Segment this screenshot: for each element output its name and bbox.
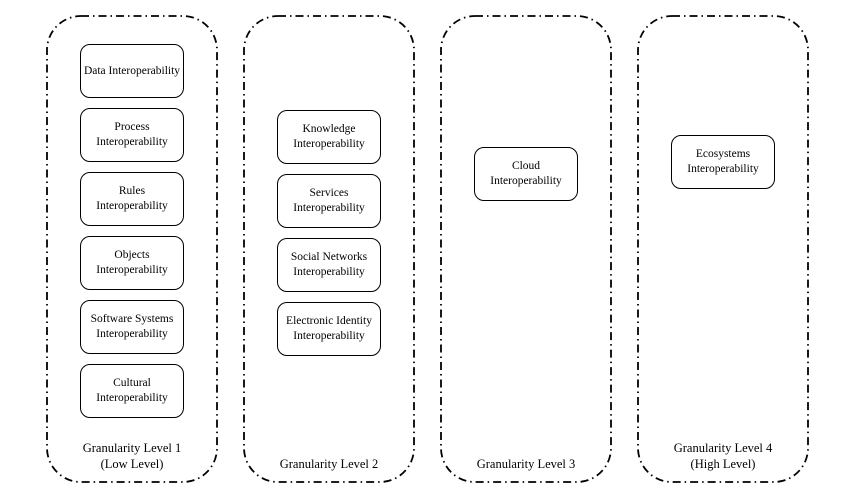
box-label: Objects Interoperability xyxy=(96,249,168,276)
column-title: Granularity Level 4 xyxy=(673,440,773,455)
box-label: Cloud Interoperability xyxy=(490,160,562,187)
box-label: Ecosystems Interoperability xyxy=(687,148,759,175)
social-networks-interoperability-box: Social Networks Interoperability xyxy=(277,238,381,292)
box-label: Knowledge Interoperability xyxy=(293,123,365,150)
column-label: Granularity Level 4 (High Level) xyxy=(638,440,808,473)
granularity-level-3-panel: Cloud Interoperability Granularity Level… xyxy=(441,16,611,482)
column-label: Granularity Level 2 xyxy=(244,456,414,472)
process-interoperability-box: Process Interoperability xyxy=(80,108,184,162)
box-label: Rules Interoperability xyxy=(96,185,168,212)
box-label: Software Systems Interoperability xyxy=(90,313,174,340)
cloud-interoperability-box: Cloud Interoperability xyxy=(474,147,578,201)
ecosystems-interoperability-box: Ecosystems Interoperability xyxy=(671,135,775,189)
column-title: Granularity Level 3 xyxy=(476,456,576,471)
software-systems-interoperability-box: Software Systems Interoperability xyxy=(80,300,184,354)
column-label: Granularity Level 3 xyxy=(441,456,611,472)
box-label: Electronic Identity Interoperability xyxy=(286,315,372,342)
electronic-identity-interoperability-box: Electronic Identity Interoperability xyxy=(277,302,381,356)
column-title: Granularity Level 2 xyxy=(279,456,379,471)
knowledge-interoperability-box: Knowledge Interoperability xyxy=(277,110,381,164)
column-subtitle: (High Level) xyxy=(690,456,756,471)
services-interoperability-box: Services Interoperability xyxy=(277,174,381,228)
granularity-level-1-panel: Data Interoperability Process Interopera… xyxy=(47,16,217,482)
column-title: Granularity Level 1 xyxy=(82,440,182,455)
box-label: Data Interoperability xyxy=(83,64,181,77)
column-subtitle: (Low Level) xyxy=(100,456,164,471)
box-label: Social Networks Interoperability xyxy=(290,251,368,278)
box-label: Cultural Interoperability xyxy=(96,377,168,404)
rules-interoperability-box: Rules Interoperability xyxy=(80,172,184,226)
data-interoperability-box: Data Interoperability xyxy=(80,44,184,98)
granularity-level-4-panel: Ecosystems Interoperability Granularity … xyxy=(638,16,808,482)
granularity-level-2-panel: Knowledge Interoperability Services Inte… xyxy=(244,16,414,482)
box-label: Process Interoperability xyxy=(96,121,168,148)
cultural-interoperability-box: Cultural Interoperability xyxy=(80,364,184,418)
objects-interoperability-box: Objects Interoperability xyxy=(80,236,184,290)
box-label: Services Interoperability xyxy=(293,187,365,214)
column-label: Granularity Level 1 (Low Level) xyxy=(47,440,217,473)
